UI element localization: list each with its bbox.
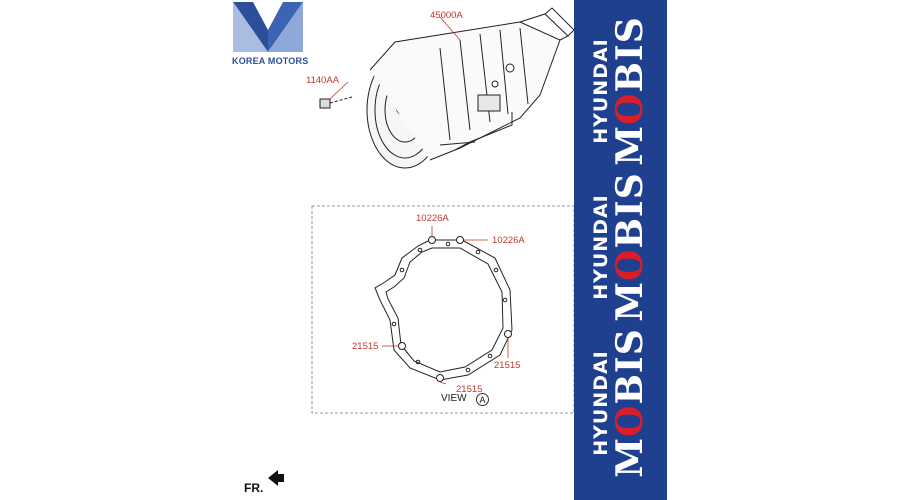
callout-seal-bottom: 21515 bbox=[456, 384, 483, 395]
brand-logo: HYUNDAI MOBIS bbox=[586, 172, 656, 322]
bolt-part bbox=[319, 96, 353, 109]
brand-logo: HYUNDAI MOBIS bbox=[586, 328, 656, 478]
brand-main-text: MOBIS bbox=[609, 172, 651, 322]
logo-text: KOREA MOTORS bbox=[232, 56, 309, 66]
callout-bolt: 1140AA bbox=[306, 75, 340, 86]
gasket-part bbox=[374, 236, 513, 382]
front-direction-label: FR. bbox=[244, 481, 264, 495]
callout-seal-right: 21515 bbox=[494, 360, 521, 371]
view-marker: A bbox=[476, 393, 489, 406]
callout-dowel-top-right: 10226A bbox=[492, 235, 525, 246]
view-label: VIEW bbox=[441, 393, 467, 404]
brand-banner: HYUNDAI MOBIS HYUNDAI MOBIS HYUNDAI MOBI… bbox=[574, 0, 667, 500]
transmission-drawing bbox=[268, 7, 575, 486]
brand-logo: HYUNDAI MOBIS bbox=[586, 16, 656, 166]
callout-seal-left: 21515 bbox=[352, 341, 379, 352]
transmission-assembly bbox=[366, 7, 575, 169]
callout-transmission: 45000A bbox=[430, 10, 463, 21]
brand-main-text: MOBIS bbox=[609, 328, 651, 478]
brand-main-text: MOBIS bbox=[609, 16, 651, 166]
korea-motors-logo-icon bbox=[233, 2, 303, 52]
callout-dowel-top-left: 10226A bbox=[416, 213, 449, 224]
front-arrow-icon bbox=[268, 470, 284, 486]
